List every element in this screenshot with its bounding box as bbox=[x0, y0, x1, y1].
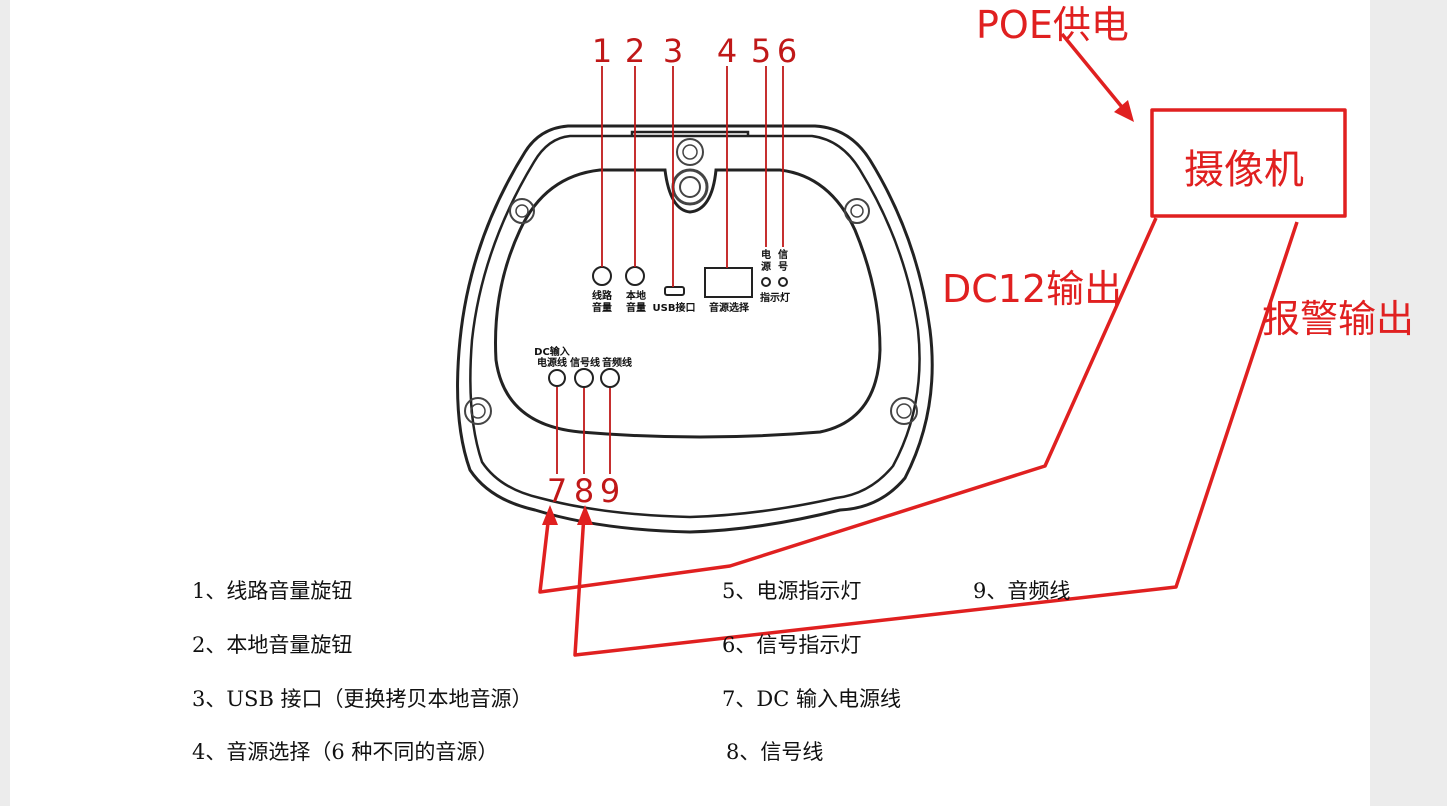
port-number-8: 8 bbox=[574, 472, 594, 510]
screw-left-upper bbox=[509, 198, 535, 224]
label-signal-1: 信 bbox=[778, 248, 788, 261]
power-led bbox=[761, 277, 771, 287]
label-audio-wire: 音频线 bbox=[602, 356, 632, 369]
port-number-3: 3 bbox=[663, 32, 683, 70]
local-volume-knob bbox=[625, 266, 645, 286]
port-number-6: 6 bbox=[777, 32, 797, 70]
legend-item-1: 1、线路音量旋钮 bbox=[192, 579, 353, 603]
label-power-2: 源 bbox=[761, 260, 771, 273]
dc12-wire bbox=[538, 217, 1158, 594]
leader-lines bbox=[556, 66, 784, 474]
label-signal-wire: 信号线 bbox=[570, 356, 600, 369]
legend-item-2: 2、本地音量旋钮 bbox=[192, 633, 353, 657]
label-local-volume-2: 音量 bbox=[626, 301, 646, 314]
poe-arrowhead bbox=[1114, 100, 1134, 122]
port-numbers: 1 2 3 4 5 6 7 8 9 bbox=[547, 32, 797, 510]
legend-item-6: 6、信号指示灯 bbox=[722, 633, 862, 657]
source-select-box bbox=[704, 267, 753, 298]
device-outer-shell bbox=[456, 124, 934, 534]
screw-left-lower bbox=[464, 397, 492, 425]
port-number-9: 9 bbox=[600, 472, 620, 510]
audio-wire-port bbox=[600, 368, 620, 388]
label-local-volume-1: 本地 bbox=[626, 289, 646, 302]
alarm-wire bbox=[573, 221, 1299, 657]
label-source-select: 音源选择 bbox=[709, 301, 750, 314]
label-indicator: 指示灯 bbox=[760, 291, 790, 304]
line-volume-knob bbox=[592, 266, 612, 286]
legend-item-4: 4、音源选择（6 种不同的音源） bbox=[192, 740, 499, 764]
port-number-2: 2 bbox=[625, 32, 645, 70]
device-top-notch bbox=[630, 130, 750, 136]
device-inner-rim bbox=[469, 134, 921, 519]
dc-input-port bbox=[548, 369, 566, 387]
port-number-4: 4 bbox=[717, 32, 737, 70]
label-dc-input-2: 电源线 bbox=[537, 356, 567, 369]
screw-right-upper bbox=[844, 198, 870, 224]
alarm-arrowhead bbox=[577, 505, 593, 525]
signal-led bbox=[778, 277, 788, 287]
label-usb: USB接口 bbox=[653, 301, 696, 314]
poe-label: POE供电 bbox=[976, 3, 1129, 47]
panel-components bbox=[548, 266, 788, 388]
device-panel bbox=[494, 168, 882, 439]
legend-item-9: 9、音频线 bbox=[973, 579, 1071, 603]
port-number-7: 7 bbox=[547, 472, 567, 510]
component-labels: 线路 音量 本地 音量 USB接口 音源选择 电 源 信 号 指示灯 DC输入 … bbox=[534, 248, 790, 369]
annotation-lines bbox=[538, 32, 1347, 657]
alarm-output-label: 报警输出 bbox=[1262, 297, 1415, 341]
viewer-right-gutter bbox=[1370, 0, 1447, 806]
signal-wire-port bbox=[574, 368, 594, 388]
arrowheads bbox=[542, 100, 1134, 525]
dc12-output-label: DC12输出 bbox=[942, 267, 1123, 311]
document-page bbox=[10, 0, 1370, 806]
screw-bosses bbox=[464, 138, 918, 425]
legend-item-8: 8、信号线 bbox=[726, 740, 824, 764]
poe-arrow-line bbox=[1060, 32, 1128, 114]
label-line-volume-2: 音量 bbox=[592, 301, 612, 314]
usb-port bbox=[664, 286, 685, 296]
port-number-5: 5 bbox=[751, 32, 771, 70]
device-body bbox=[456, 124, 934, 534]
dc12-arrowhead bbox=[542, 505, 558, 525]
label-power-1: 电 bbox=[761, 248, 771, 261]
screw-top-lower bbox=[671, 168, 709, 206]
label-dc-input-1: DC输入 bbox=[534, 345, 570, 358]
label-signal-2: 号 bbox=[778, 261, 788, 273]
legend-item-5: 5、电源指示灯 bbox=[722, 579, 862, 603]
viewer-left-gutter bbox=[0, 0, 10, 806]
screw-top-upper bbox=[676, 138, 704, 166]
legend-item-3: 3、USB 接口（更换拷贝本地音源） bbox=[192, 687, 533, 711]
camera-label: 摄像机 bbox=[1184, 147, 1304, 193]
port-number-1: 1 bbox=[592, 32, 612, 70]
legend-item-7: 7、DC 输入电源线 bbox=[722, 687, 901, 711]
label-line-volume-1: 线路 bbox=[592, 289, 613, 302]
screw-right-lower bbox=[890, 397, 918, 425]
camera-box bbox=[1150, 108, 1347, 218]
